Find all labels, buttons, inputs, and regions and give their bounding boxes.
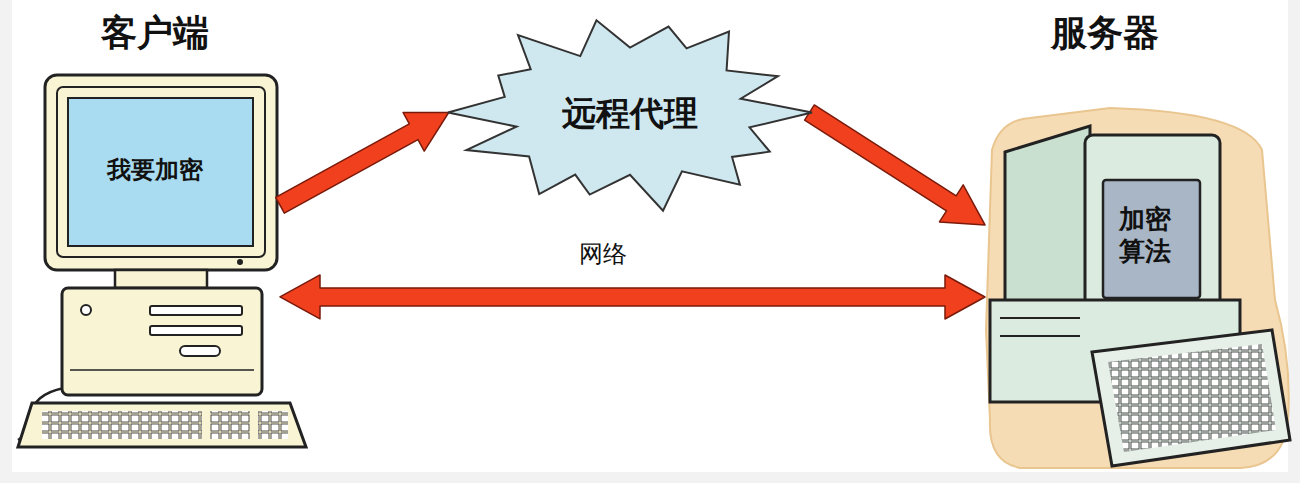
network-arrow bbox=[276, 112, 449, 213]
server-computer-node: 服务器加密算法 bbox=[985, 5, 1290, 470]
proxy-text: 远程代理 bbox=[562, 92, 698, 134]
heading: 客户端 bbox=[30, 11, 280, 55]
network-arrow bbox=[280, 275, 985, 319]
remote-proxy-burst: 远程代理 bbox=[445, 5, 815, 220]
heading: 服务器 bbox=[1015, 11, 1195, 55]
network-arrow bbox=[805, 105, 985, 225]
server-computer bbox=[986, 108, 1290, 468]
screen-text: 我要加密 bbox=[30, 155, 280, 185]
screen-text: 加密算法 bbox=[1119, 203, 1171, 267]
client-computer-node: 客户端我要加密 bbox=[30, 5, 280, 450]
client-computer bbox=[18, 75, 306, 447]
panel bbox=[12, 0, 1288, 472]
starburst-shape bbox=[448, 20, 812, 211]
edge-label: 网络 bbox=[573, 239, 633, 269]
